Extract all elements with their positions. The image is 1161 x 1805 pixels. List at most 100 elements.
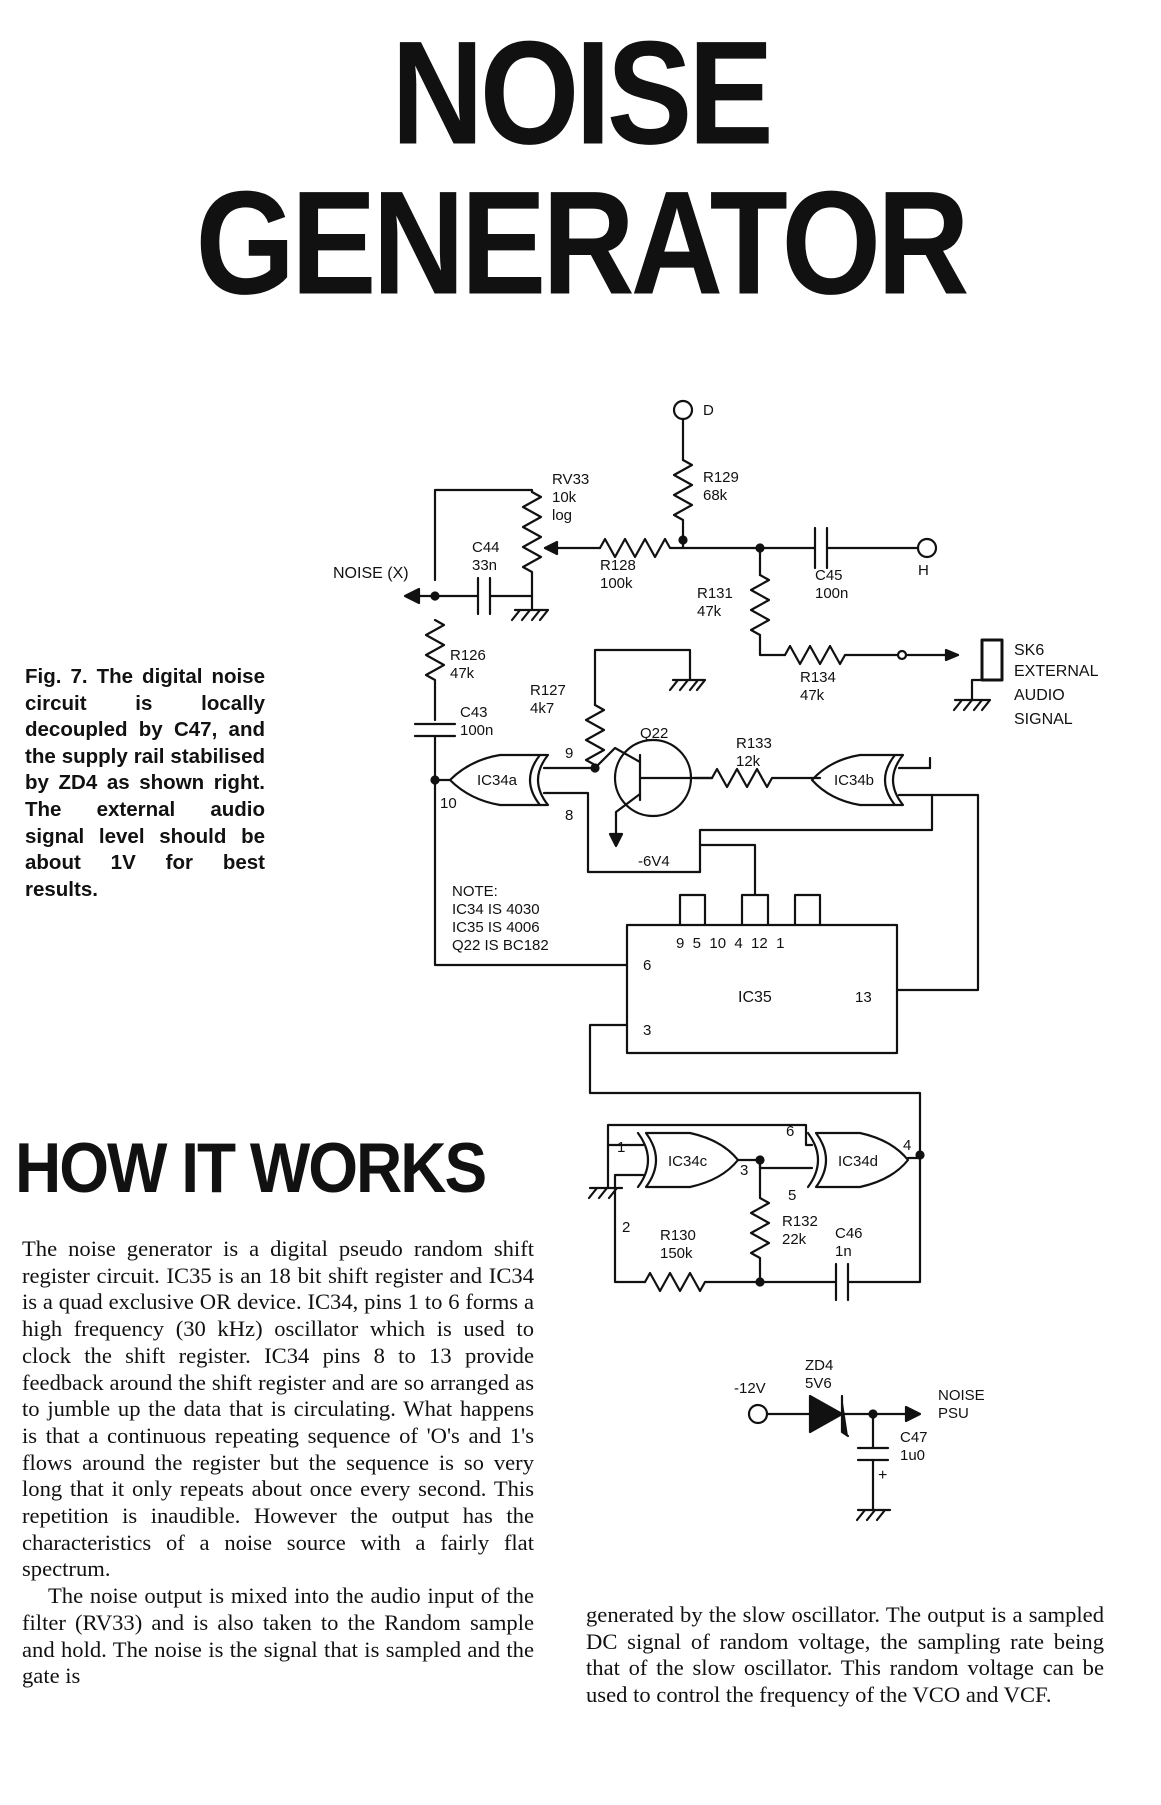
section-heading: HOW IT WORKS: [15, 1128, 487, 1208]
body-paragraph: generated by the slow oscillator. The ou…: [586, 1602, 1104, 1708]
label-pin3c: 3: [740, 1162, 748, 1179]
label-d: D: [703, 402, 714, 419]
label-ext2: AUDIO: [1014, 687, 1065, 704]
title-line-2: GENERATOR: [195, 161, 970, 326]
wire-minus6v4: [698, 843, 757, 897]
ground-sk6: [952, 698, 992, 712]
ground-c47: [855, 1508, 892, 1522]
label-rv33-taper: log: [552, 507, 572, 524]
label-ic34d: IC34d: [838, 1153, 878, 1170]
label-r128-val: 100k: [600, 575, 633, 592]
gate-ic34b: [810, 753, 905, 807]
label-minus12v: -12V: [734, 1380, 766, 1397]
label-sk6: SK6: [1014, 642, 1044, 659]
label-pin9: 9: [565, 745, 573, 762]
ground-pin1: [587, 1186, 624, 1200]
label-c45: C45: [815, 567, 843, 584]
label-note3: Q22 IS BC182: [452, 937, 549, 954]
q22-emitter-arrow: [608, 832, 624, 848]
label-r129: R129: [703, 469, 739, 486]
wire-ic34a-pin8: [542, 791, 702, 874]
label-pin4: 4: [903, 1137, 911, 1154]
label-c47: C47: [900, 1429, 928, 1446]
label-c45-val: 100n: [815, 585, 848, 602]
label-c43: C43: [460, 704, 488, 721]
label-c43-val: 100n: [460, 722, 493, 739]
label-r133: R133: [736, 735, 772, 752]
label-r131-val: 47k: [697, 603, 722, 620]
wire-ic35-pin13: [895, 793, 980, 992]
wire-r128-c45: [681, 538, 817, 550]
label-q22: Q22: [640, 725, 668, 742]
label-note1: IC34 IS 4030: [452, 901, 540, 918]
title-line-1: NOISE: [391, 11, 773, 176]
resistor-rv33: [521, 490, 543, 612]
sk6-jack: [980, 638, 1004, 682]
label-c46-val: 1n: [835, 1243, 852, 1260]
label-pin10: 10: [440, 795, 457, 812]
capacitor-c45: [813, 526, 829, 570]
capacitor-c47: [856, 1446, 890, 1462]
terminal-minus12v: [747, 1403, 769, 1425]
label-r133-val: 12k: [736, 753, 761, 770]
body-column-1: The noise generator is a digital pseudo …: [22, 1236, 534, 1690]
resistor-r131: [749, 573, 787, 657]
label-c46: C46: [835, 1225, 863, 1242]
label-r132-val: 22k: [782, 1231, 807, 1248]
label-rv33: RV33: [552, 471, 589, 488]
terminal-h: [916, 537, 938, 559]
label-note2: IC35 IS 4006: [452, 919, 540, 936]
q22-emitter: [614, 792, 642, 842]
label-r126-val: 47k: [450, 665, 475, 682]
label-note-title: NOTE:: [452, 883, 498, 900]
wire-left-bus: [433, 778, 629, 967]
diode-zd4: [808, 1394, 850, 1438]
rv33-wiper-arrow: [543, 540, 559, 556]
label-ic35-pin6: 6: [643, 957, 651, 974]
label-minus6v4: -6V4: [638, 853, 670, 870]
capacitor-c46: [834, 1262, 850, 1302]
label-ic34b: IC34b: [834, 772, 874, 789]
label-ic35-top-pins: 9 5 10 4 12 1: [676, 935, 784, 952]
label-r130-val: 150k: [660, 1245, 693, 1262]
label-zd4: ZD4: [805, 1357, 833, 1374]
label-ext1: EXTERNAL: [1014, 663, 1099, 680]
sk6-arrow: [944, 648, 960, 662]
q22-collector: [593, 746, 642, 770]
label-r130: R130: [660, 1227, 696, 1244]
label-h: H: [918, 562, 929, 579]
ic35-pin-link-1: [678, 893, 707, 927]
ground-r127: [668, 678, 707, 692]
resistor-r134: [783, 644, 900, 666]
sk6-tip: [896, 649, 908, 661]
node-noise-x: [430, 591, 440, 601]
label-r127: R127: [530, 682, 566, 699]
label-pin1: 1: [617, 1139, 625, 1156]
gate-ic34d: [806, 1131, 910, 1189]
wire-pin1-up: [606, 1123, 814, 1147]
label-r131: R131: [697, 585, 733, 602]
resistor-r128: [598, 537, 685, 559]
ground-rv33: [510, 608, 550, 622]
label-ic35: IC35: [738, 989, 772, 1006]
label-noise-psu1: NOISE: [938, 1387, 985, 1404]
label-pin6d: 6: [786, 1123, 794, 1140]
label-noise-x: NOISE (X): [333, 565, 409, 582]
label-pin2: 2: [622, 1219, 630, 1236]
label-r129-val: 68k: [703, 487, 728, 504]
capacitor-c44: [476, 576, 492, 616]
label-r128: R128: [600, 557, 636, 574]
label-ic35-pin3: 3: [643, 1022, 651, 1039]
label-r132: R132: [782, 1213, 818, 1230]
wire-r127-top: [593, 648, 692, 707]
label-pin5: 5: [788, 1187, 796, 1204]
label-r127-val: 4k7: [530, 700, 554, 717]
sk6-sleeve: [970, 678, 984, 702]
body-paragraph: The noise output is mixed into the audio…: [22, 1583, 534, 1689]
wire-c46-out: [846, 1158, 922, 1284]
label-r126: R126: [450, 647, 486, 664]
label-c47-val: 1u0: [900, 1447, 925, 1464]
resistor-r133: [710, 767, 822, 789]
wire-ic34b-in2: [698, 793, 934, 874]
